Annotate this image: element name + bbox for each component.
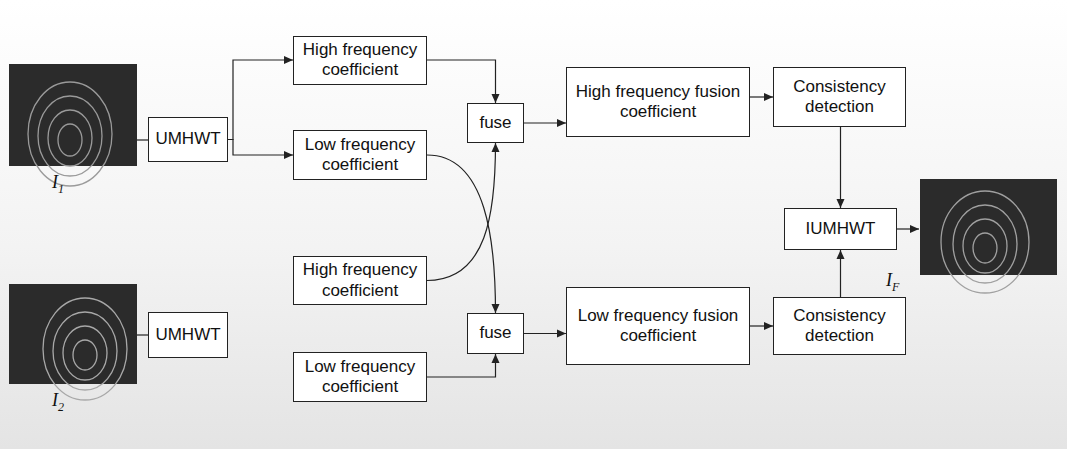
process-box: Consistency detection bbox=[773, 67, 906, 127]
flow-arrow bbox=[427, 354, 496, 377]
process-box: fuse bbox=[467, 103, 524, 143]
process-box: UMHWT bbox=[148, 312, 228, 358]
process-box: fuse bbox=[467, 313, 524, 354]
box-text: fuse bbox=[479, 323, 511, 343]
flow-arrow bbox=[427, 60, 496, 103]
image-label: I2 bbox=[52, 390, 64, 415]
box-text: Consistency detection bbox=[780, 306, 899, 347]
image-label: IF bbox=[886, 270, 899, 295]
process-box: High frequency fusion coefficient bbox=[566, 67, 750, 137]
process-box: Low frequency coefficient bbox=[293, 352, 427, 402]
box-text: Low frequency fusion coefficient bbox=[573, 306, 743, 347]
box-text: High frequency coefficient bbox=[300, 40, 420, 81]
output-arrow bbox=[897, 228, 919, 229]
box-text: fuse bbox=[479, 113, 511, 133]
flow-arrow bbox=[427, 155, 496, 313]
process-box: Low frequency fusion coefficient bbox=[566, 287, 750, 365]
flow-arrow bbox=[524, 333, 566, 334]
flow-arrow bbox=[228, 140, 293, 156]
box-text: Low frequency coefficient bbox=[300, 357, 420, 398]
box-text: Low frequency coefficient bbox=[300, 135, 420, 176]
process-box: High frequency coefficient bbox=[293, 36, 427, 85]
flow-arrow bbox=[840, 127, 841, 208]
process-box: Low frequency coefficient bbox=[293, 130, 427, 180]
fingerprint-image bbox=[920, 179, 1057, 293]
flow-arrow bbox=[228, 60, 293, 140]
box-text: Consistency detection bbox=[780, 77, 899, 118]
box-text: High frequency fusion coefficient bbox=[573, 82, 743, 123]
image-label: I1 bbox=[52, 172, 64, 197]
flow-arrow bbox=[524, 122, 566, 123]
fingerprint-image bbox=[9, 64, 137, 186]
flow-arrow bbox=[750, 325, 773, 326]
process-box: UMHWT bbox=[148, 117, 228, 162]
box-text: High frequency coefficient bbox=[300, 260, 420, 301]
box-text: IUMHWT bbox=[806, 219, 876, 239]
process-box: High frequency coefficient bbox=[293, 256, 427, 305]
box-text: UMHWT bbox=[155, 325, 220, 345]
process-box: Consistency detection bbox=[773, 297, 906, 355]
flow-arrow bbox=[750, 96, 773, 97]
process-box: IUMHWT bbox=[784, 208, 897, 250]
flow-arrow bbox=[840, 250, 841, 297]
fingerprint-image bbox=[9, 284, 137, 400]
box-text: UMHWT bbox=[155, 129, 220, 149]
